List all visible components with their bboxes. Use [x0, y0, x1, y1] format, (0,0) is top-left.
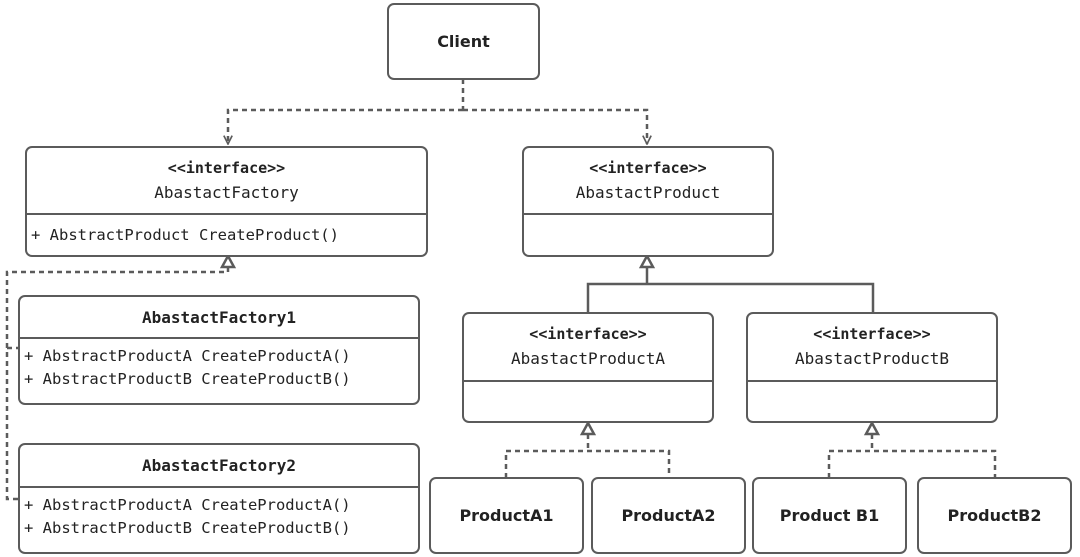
product-a-realization — [504, 420, 671, 478]
product-a-stereotype: <<interface>> — [529, 325, 647, 343]
product-a1-label: ProductA1 — [459, 506, 554, 525]
client-label: Client — [437, 32, 490, 51]
factory2-method-b: + AbstractProductB CreateProductB() — [24, 519, 351, 537]
product-a-members — [464, 380, 712, 421]
abstract-factory-stereotype: <<interface>> — [167, 159, 286, 177]
client-to-product — [463, 108, 647, 144]
product-inheritance — [586, 253, 875, 313]
abstract-factory-name: AbastactFactory — [154, 183, 299, 202]
product-b1-box: Product B1 — [752, 477, 907, 554]
factory2-method-a: + AbstractProductA CreateProductA() — [24, 496, 351, 514]
factory1-name: AbastactFactory1 — [141, 307, 297, 327]
product-b2-label: ProductB2 — [947, 506, 1042, 525]
factory1-method-b: + AbstractProductB CreateProductB() — [24, 370, 351, 388]
client-box: Client — [387, 3, 540, 80]
abstract-factory-method: + AbstractProduct CreateProduct() — [31, 226, 339, 244]
product-b-arrowhead — [863, 420, 881, 436]
product-a1-box: ProductA1 — [429, 477, 584, 554]
product-b-interface-box: <<interface>> AbastactProductB — [746, 312, 998, 423]
product-b2-box: ProductB2 — [917, 477, 1072, 554]
product-a2-label: ProductA2 — [621, 506, 716, 525]
product-a-interface-name: AbastactProductA — [510, 349, 666, 368]
abstract-factory-box: <<interface>> AbastactFactory + Abstract… — [25, 146, 428, 257]
factory1-box: AbastactFactory1 + AbstractProductA Crea… — [18, 295, 420, 405]
product-a-arrowhead — [579, 420, 597, 436]
product-b1-label: Product B1 — [779, 506, 880, 525]
product-a-interface-box: <<interface>> AbastactProductA — [462, 312, 714, 423]
client-to-factory — [228, 108, 463, 144]
product-b-interface-name: AbastactProductB — [794, 349, 950, 368]
factory2-name: AbastactFactory2 — [141, 456, 297, 475]
factory2-box: AbastactFactory2 + AbstractProductA Crea… — [18, 443, 420, 554]
client-dependency — [228, 79, 647, 144]
product-b-members — [748, 380, 996, 421]
product-inheritance-arrowhead — [638, 253, 656, 269]
factory1-method-a: + AbstractProductA CreateProductA() — [24, 347, 351, 365]
product-a2-box: ProductA2 — [591, 477, 746, 554]
abstract-product-box: <<interface>> AbastactProduct — [522, 146, 774, 257]
abstract-product-stereotype: <<interface>> — [589, 159, 707, 177]
abstract-product-name: AbastactProduct — [575, 183, 721, 202]
product-b-stereotype: <<interface>> — [813, 325, 931, 343]
abstract-product-members — [524, 213, 772, 255]
factory-realization-arrowhead — [219, 253, 237, 269]
factory-realization — [5, 253, 237, 501]
product-b-realization — [827, 420, 997, 478]
